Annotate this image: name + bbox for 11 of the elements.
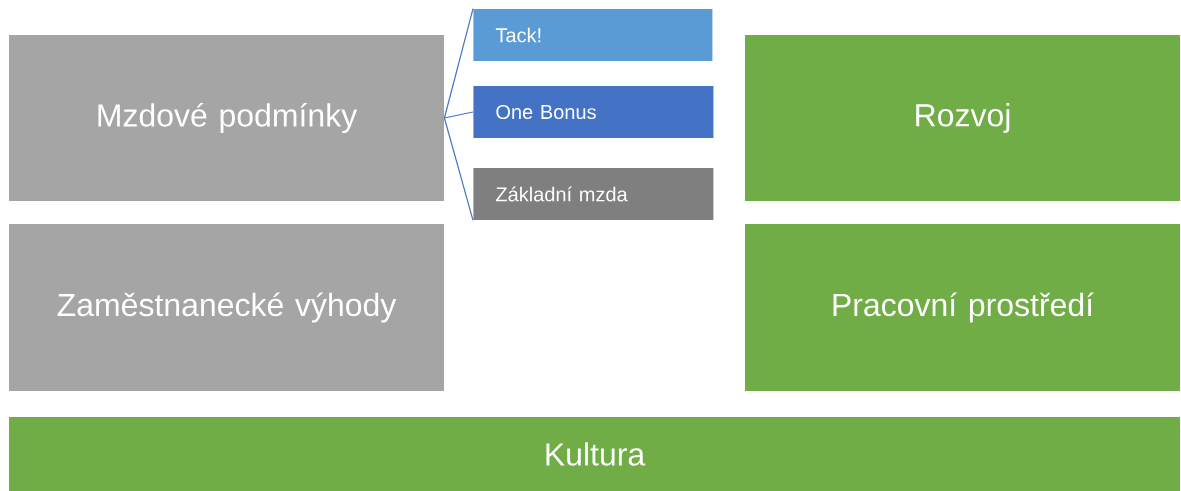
connector-line	[443, 111, 474, 119]
foundation-band: Kultura	[9, 417, 1180, 491]
item-box: Tack!	[473, 9, 713, 61]
connector-line	[443, 117, 474, 221]
category-box: Pracovní prostředí	[745, 224, 1180, 391]
connector-line	[443, 8, 474, 119]
item-box: One Bonus	[473, 86, 714, 138]
category-box: Rozvoj	[745, 35, 1180, 201]
category-box: Mzdové podmínky	[9, 35, 444, 201]
category-box: Zaměstnanecké výhody	[9, 224, 444, 391]
item-box: Základní mzda	[473, 168, 714, 220]
